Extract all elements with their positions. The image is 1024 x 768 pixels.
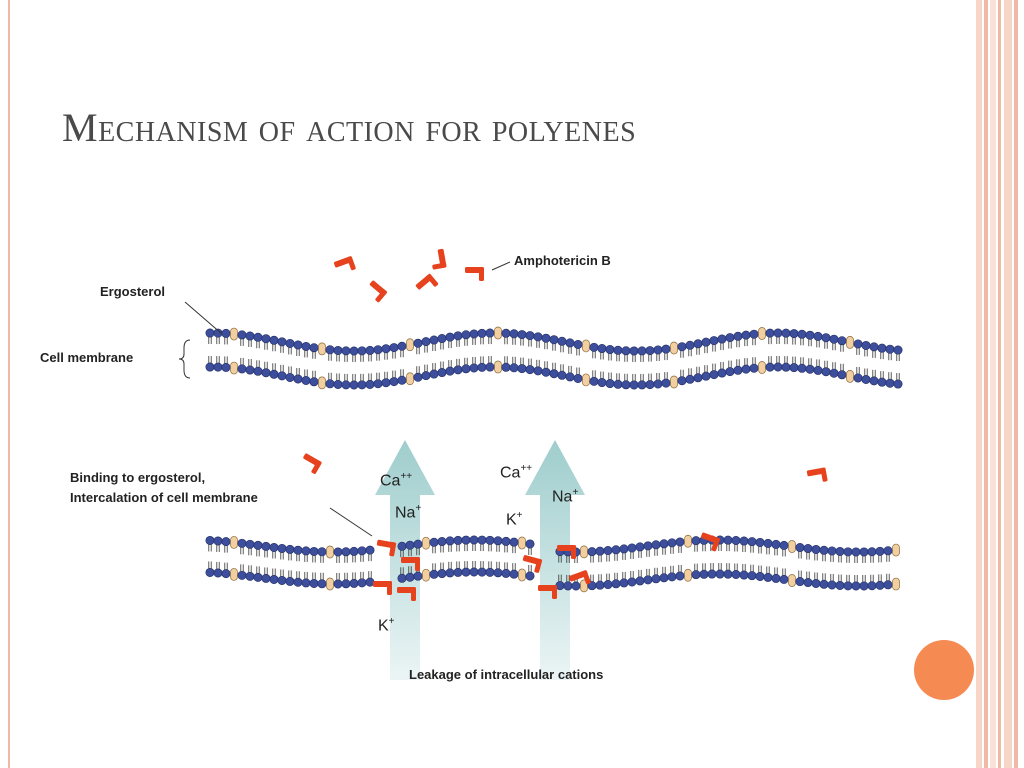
amphotericin-molecule <box>303 453 322 474</box>
amphotericin-molecule <box>401 557 420 571</box>
amphotericin-molecule <box>557 545 576 559</box>
amphotericin-molecule <box>432 248 447 270</box>
amphotericin-molecule <box>806 467 828 482</box>
amphotericin-molecule <box>522 555 543 573</box>
ion-calcium-right: Ca++ <box>500 463 533 482</box>
leakage-label: Leakage of intracellular cations <box>409 667 604 682</box>
amphotericin-molecule <box>415 273 439 290</box>
accent-circle <box>914 640 974 700</box>
membrane-disrupted-right <box>555 534 900 593</box>
amphotericin-molecule <box>397 587 416 601</box>
amphotericin-molecule <box>700 532 721 552</box>
ion-calcium-left: Ca++ <box>380 471 413 490</box>
amphotericin-molecule <box>568 570 591 585</box>
left-border-line <box>8 0 10 768</box>
membrane-disrupted-left <box>205 535 535 591</box>
amphotericin-label: Amphotericin B <box>514 253 611 268</box>
ergosterol-pointer-line <box>184 301 223 335</box>
amphotericin-molecule <box>376 539 397 557</box>
membrane-intact <box>205 326 903 390</box>
amphotericin-molecule <box>538 585 557 599</box>
leakage-arrow-right <box>525 440 585 680</box>
amphotericin-molecule <box>373 581 392 595</box>
binding-label-line2: Intercalation of cell membrane <box>70 490 258 505</box>
ion-sodium-right: Na+ <box>552 487 579 506</box>
cell-membrane-brace <box>178 339 191 379</box>
cell-membrane-label: Cell membrane <box>40 350 134 365</box>
ion-potassium-right: K+ <box>506 510 523 529</box>
slide-title: Mechanism of action for polyenes <box>62 105 637 150</box>
ion-sodium-left: Na+ <box>395 503 422 522</box>
ergosterol-label: Ergosterol <box>100 284 166 299</box>
binding-label-line1: Binding to ergosterol, <box>70 470 206 485</box>
ion-potassium-left: K+ <box>378 616 395 635</box>
amphotericin-molecule <box>465 267 484 281</box>
binding-pointer-line <box>329 507 373 537</box>
amphotericin-molecule <box>333 256 356 271</box>
amphotericin-pointer-line <box>491 261 511 271</box>
decorative-stripes <box>976 0 1024 768</box>
amphotericin-molecule <box>369 280 387 303</box>
